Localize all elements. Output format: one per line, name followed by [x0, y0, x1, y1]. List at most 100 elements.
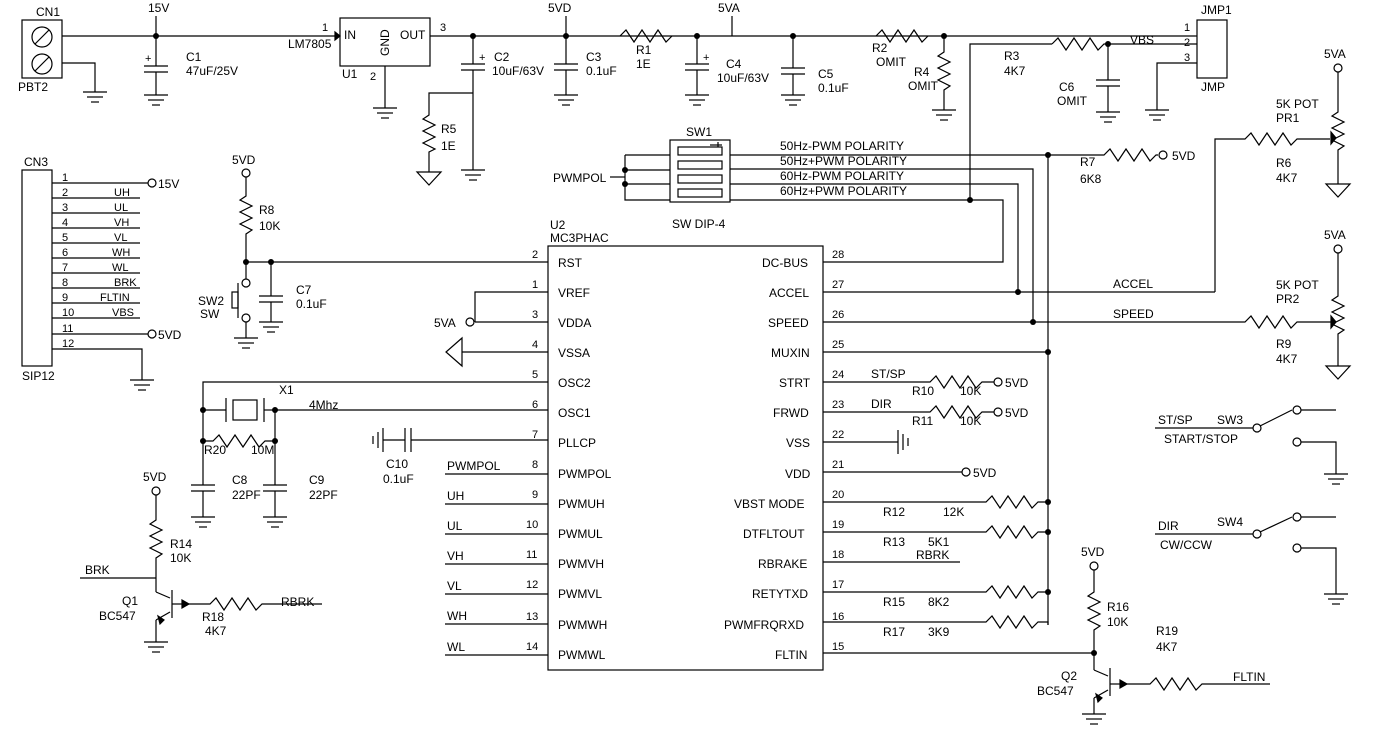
- svg-text:3: 3: [1184, 52, 1190, 64]
- svg-text:2: 2: [532, 249, 538, 261]
- svg-text:VBS: VBS: [112, 307, 134, 319]
- svg-text:14: 14: [526, 641, 538, 653]
- svg-text:RST: RST: [558, 256, 583, 270]
- svg-text:4: 4: [62, 217, 68, 229]
- svg-text:28: 28: [832, 249, 844, 261]
- r1-resistor: R1 1E: [619, 28, 673, 71]
- svg-text:WL: WL: [112, 262, 129, 274]
- svg-text:15V: 15V: [158, 177, 179, 191]
- r4-value: OMIT: [908, 79, 939, 93]
- svg-text:11: 11: [62, 323, 73, 335]
- c1-value: 47uF/25V: [186, 64, 238, 78]
- x1-ref: X1: [279, 383, 294, 397]
- svg-text:2: 2: [1184, 37, 1190, 49]
- r11-ref: R11: [912, 414, 933, 428]
- u1-part: LM7805: [288, 37, 332, 51]
- q2-ref: Q2: [1061, 669, 1077, 683]
- svg-text:11: 11: [526, 549, 537, 561]
- r16-value: 10K: [1107, 615, 1128, 629]
- sw3-value: START/STOP: [1164, 432, 1238, 446]
- c2-ref: C2: [494, 50, 510, 64]
- svg-text:10: 10: [62, 307, 74, 319]
- supply-5va: 5VA: [718, 1, 740, 15]
- cn3-part: SIP12: [22, 369, 55, 383]
- r7-resistor: 5VD R7 6K8: [1048, 147, 1196, 186]
- net-fltin: FLTIN: [1233, 670, 1265, 684]
- vdd-5vd: 5VD: [973, 466, 997, 480]
- svg-text:PLLCP: PLLCP: [558, 436, 596, 450]
- pr2-supply: 5VA: [1324, 228, 1346, 242]
- r12-value: 12K: [943, 505, 964, 519]
- c5-value: 0.1uF: [818, 81, 849, 95]
- r1-ref: R1: [636, 43, 652, 57]
- svg-text:VDD: VDD: [785, 467, 811, 481]
- sw2-ref: SW2: [198, 294, 224, 308]
- svg-text:SPEED: SPEED: [768, 316, 809, 330]
- r20-ref: R20: [204, 443, 226, 457]
- svg-text:27: 27: [832, 279, 844, 291]
- c4-value: 10uF/63V: [717, 71, 769, 85]
- svg-text:10: 10: [526, 519, 538, 531]
- svg-text:WH: WH: [447, 609, 467, 623]
- r11-value: 10K: [960, 414, 981, 428]
- svg-text:17: 17: [832, 579, 844, 591]
- r8-resistor: R8 10K: [238, 177, 280, 262]
- r3-resistor: R3 4K7: [1004, 36, 1197, 78]
- c10-value: 0.1uF: [383, 472, 414, 486]
- svg-text:8: 8: [62, 277, 68, 289]
- u1-ref: U1: [342, 67, 358, 81]
- svg-text:1: 1: [1184, 22, 1190, 34]
- r2-value: OMIT: [876, 55, 907, 69]
- svg-text:3: 3: [532, 309, 538, 321]
- svg-text:15: 15: [832, 641, 844, 653]
- cn1-connector: CN1 PBT2: [18, 5, 63, 94]
- pr2-value: 5K POT: [1276, 278, 1319, 292]
- rbrake-net: RBRK: [916, 548, 949, 562]
- pr2-ref: PR2: [1276, 292, 1300, 306]
- r4-resistor: R4 OMIT: [908, 36, 956, 121]
- r16-ref: R16: [1107, 600, 1129, 614]
- svg-text:MUXIN: MUXIN: [771, 346, 810, 360]
- svg-text:STRT: STRT: [779, 376, 811, 390]
- r6-resistor: R6 4K7: [1214, 131, 1330, 292]
- svg-text:5: 5: [532, 369, 538, 381]
- c9-value: 22PF: [309, 488, 338, 502]
- cn1-part: PBT2: [18, 80, 48, 94]
- sw2-switch: SW2 SW: [198, 262, 258, 349]
- supply-5vd: 5VD: [548, 1, 572, 15]
- svg-text:24: 24: [832, 369, 844, 381]
- r9-ref: R9: [1276, 337, 1292, 351]
- r20-value: 10M: [251, 443, 274, 457]
- r2-ref: R2: [872, 41, 888, 55]
- svg-text:5VA: 5VA: [1324, 47, 1346, 61]
- svg-text:WH: WH: [112, 247, 130, 259]
- svg-text:5VD: 5VD: [158, 328, 182, 342]
- cn3-pin-12: 12: [52, 338, 143, 380]
- svg-text:1: 1: [532, 279, 538, 291]
- c3-capacitor: C3 0.1uF: [554, 36, 617, 106]
- c3-ref: C3: [586, 50, 602, 64]
- r5-ref: R5: [441, 122, 457, 136]
- svg-text:+: +: [703, 52, 709, 64]
- svg-text:4: 4: [532, 339, 538, 351]
- r11-resistor: 5VD DIR R11 10K: [823, 397, 1029, 428]
- q2-5vd: 5VD: [1081, 545, 1105, 559]
- c8-capacitor: C8 22PF: [191, 473, 261, 528]
- dip-line-1: 50Hz-PWM POLARITY: [780, 139, 904, 153]
- q1-ref: Q1: [122, 594, 138, 608]
- pr1-ref: PR1: [1276, 111, 1300, 125]
- jmp1-connector: JMP1 JMP 1 2 3: [1184, 3, 1232, 94]
- dip-line-2: 50Hz+PWM POLARITY: [780, 154, 907, 168]
- svg-text:5VD: 5VD: [1172, 149, 1196, 163]
- c7-ref: C7: [296, 283, 312, 297]
- svg-text:BRK: BRK: [114, 277, 137, 289]
- svg-text:RETYTXD: RETYTXD: [752, 587, 808, 601]
